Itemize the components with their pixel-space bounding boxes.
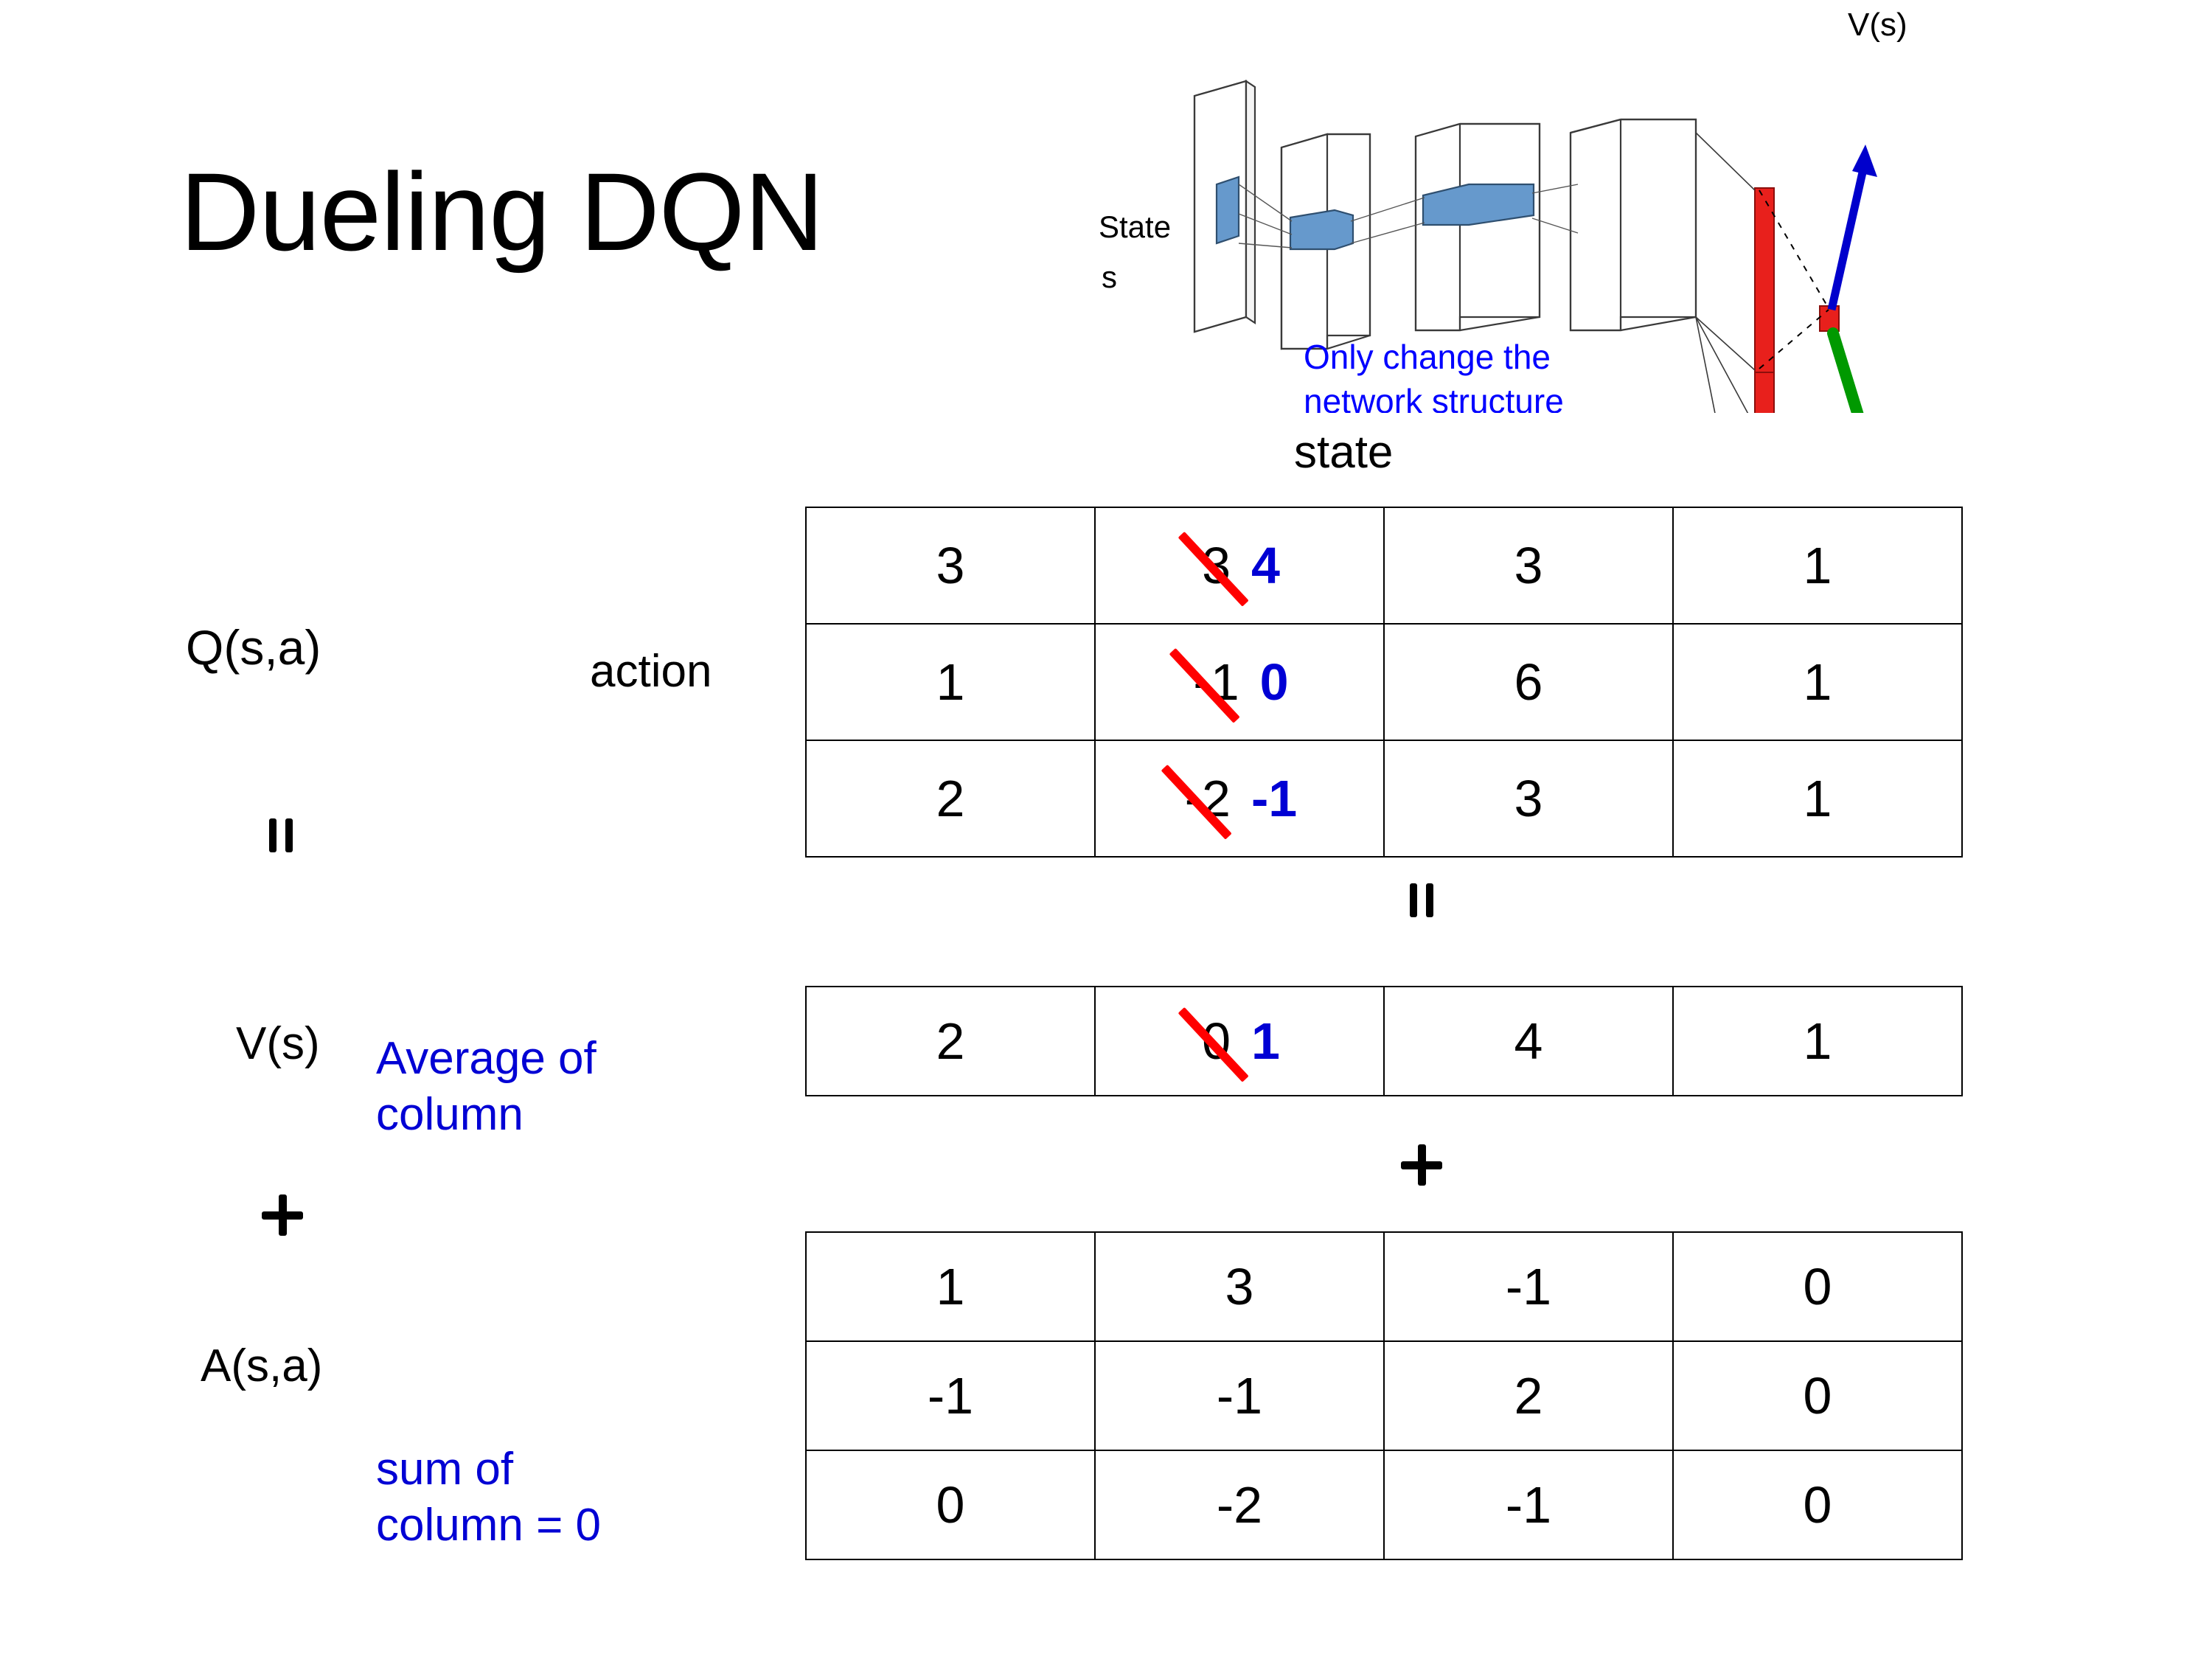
equals-operator-left [269,818,294,852]
struck-old-value: 0 [1199,1012,1234,1071]
figure-note-line2: network structure [1304,382,1564,413]
struck-old-value: 3 [1199,536,1234,595]
table-cell: 1 [1672,986,1963,1096]
v-function-label: V(s) [236,1018,320,1069]
table-cell: -1 [1094,1340,1385,1451]
equals-operator-middle [1410,883,1435,917]
corrected-new-value: 1 [1251,1012,1280,1070]
table-cell: 3 [1383,507,1674,625]
table-cell: -1 0 [1094,623,1385,741]
q-function-label: Q(s,a) [186,620,321,675]
table-cell: -2 [1094,1450,1385,1560]
corrected-new-value: 0 [1259,653,1289,711]
dueling-network-diagram: V(s) A(s,a) Q(s,a) = A(s,a)+V(s) State s… [1091,0,2212,413]
table-cell: 1 [1672,623,1963,741]
figure-note-line1: Only change the [1304,338,1551,376]
corrected-new-value: -1 [1251,770,1298,827]
table-cell: -2 -1 [1094,740,1385,858]
figure-state-label-2: s [1102,260,1117,294]
plus-operator-left [262,1194,303,1236]
sum-of-column-note: sum of column = 0 [376,1441,745,1553]
figure-state-label-1: State [1099,209,1171,244]
table-cell: 1 [805,1231,1096,1342]
a-function-label: A(s,a) [201,1340,323,1391]
table-cell: -1 [1383,1231,1674,1342]
average-of-column-note: Average of column [376,1031,723,1142]
state-axis-label: state [1294,427,1394,478]
table-cell: 0 [1672,1231,1963,1342]
plus-operator-middle [1401,1144,1442,1186]
table-cell: 1 [1672,740,1963,858]
table-cell: 0 [805,1450,1096,1560]
struck-old-value: -1 [1190,653,1242,712]
table-cell: 3 [1094,1231,1385,1342]
table-cell: 0 [1672,1340,1963,1451]
table-cell: 0 [1672,1450,1963,1560]
table-cell: -1 [805,1340,1096,1451]
sum-note-line-2: column = 0 [376,1499,602,1551]
table-cell: 2 [805,740,1096,858]
sum-note-line-1: sum of [376,1444,514,1495]
average-note-line-1: Average of [376,1033,597,1084]
table-cell: -1 [1383,1450,1674,1560]
table-cell: 2 [1383,1340,1674,1451]
table-cell: 6 [1383,623,1674,741]
table-cell: 3 [805,507,1096,625]
average-note-line-2: column [376,1088,524,1140]
table-cell: 1 [805,623,1096,741]
struck-old-value: -2 [1182,769,1234,828]
action-axis-label: action [590,646,712,697]
table-cell: 3 [1383,740,1674,858]
figure-vs-label: V(s) [1848,7,1907,43]
table-cell: 1 [1672,507,1963,625]
table-cell: 2 [805,986,1096,1096]
edited-cell: -1 0 [1190,653,1288,712]
page-title: Dueling DQN [180,150,824,274]
table-cell: 4 [1383,986,1674,1096]
corrected-new-value: 4 [1251,537,1280,594]
edited-cell: -2 -1 [1182,769,1298,828]
